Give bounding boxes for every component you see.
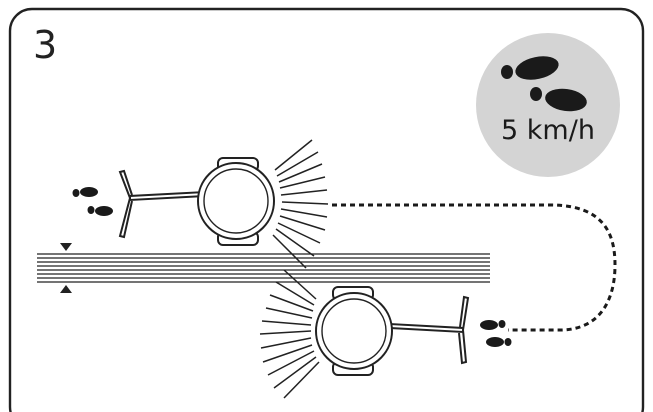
mower-lower	[315, 286, 470, 376]
speed-label: 5 km/h	[501, 115, 595, 146]
speed-badge-circle	[476, 33, 620, 177]
sound-lines-upper	[272, 139, 329, 269]
mower-upper	[118, 157, 275, 246]
footprints-icon	[72, 187, 113, 216]
arrow-down-icon	[60, 243, 72, 251]
lawn-stripe-lines	[37, 253, 490, 283]
sound-lines-lower	[259, 269, 320, 399]
footprints-icon	[480, 320, 512, 347]
step-number: 3	[33, 23, 58, 67]
arrow-up-icon	[60, 285, 72, 293]
mower-path	[332, 203, 617, 332]
stripe-width-markers	[60, 243, 72, 293]
footprints-icon	[501, 56, 587, 112]
speed-badge	[476, 33, 620, 177]
